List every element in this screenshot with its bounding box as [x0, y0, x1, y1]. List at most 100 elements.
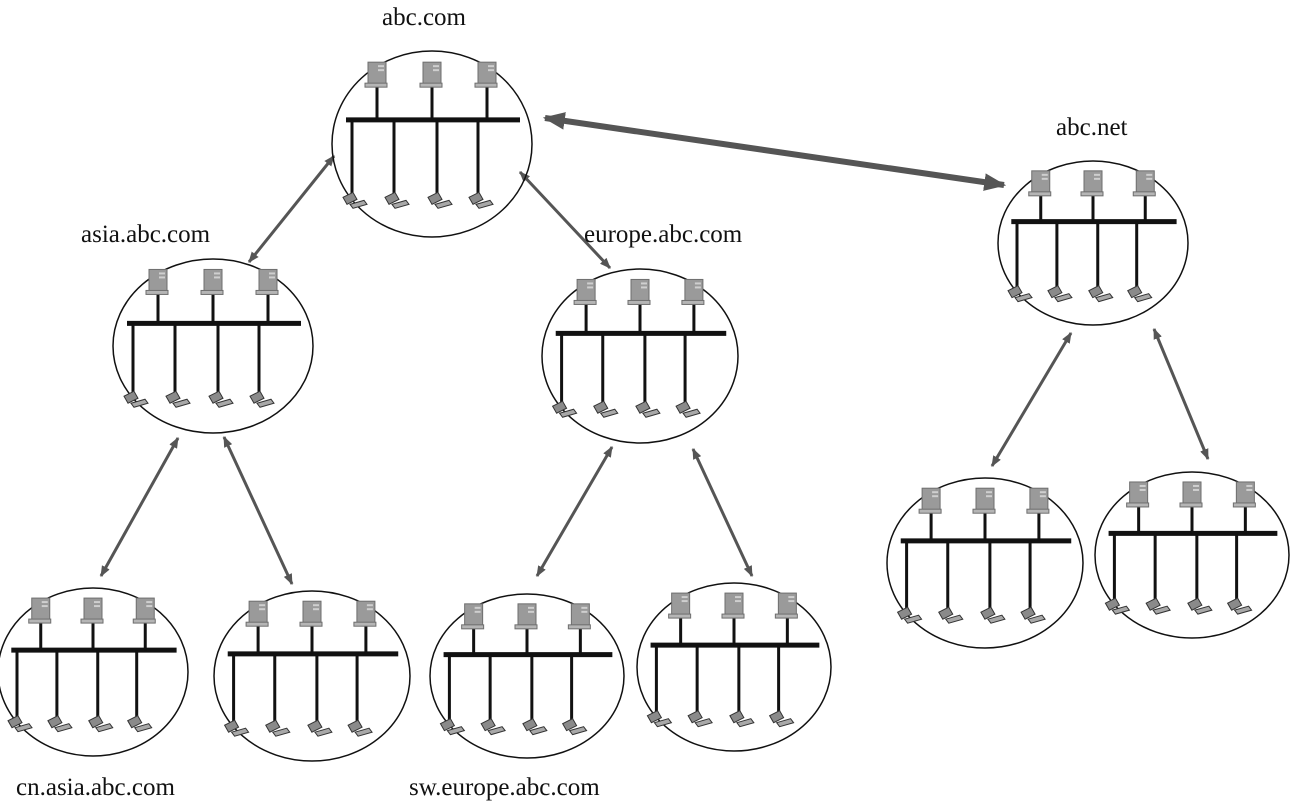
label-europe: europe.abc.com	[584, 221, 743, 248]
workstation-icon	[439, 717, 466, 736]
workstation-icon	[384, 191, 410, 209]
label-asia: asia.abc.com	[81, 221, 211, 248]
domain-node-cn-asia	[0, 587, 189, 757]
workstation-icon	[47, 715, 73, 733]
server-icon	[514, 603, 538, 630]
label-abc-net: abc.net	[1056, 114, 1128, 141]
domain-node-abc-net	[997, 160, 1189, 326]
workstation-icon	[768, 710, 795, 728]
workstation-icon	[522, 717, 548, 736]
domain-boundary	[331, 50, 533, 238]
server-icon	[1232, 481, 1256, 508]
server-icon	[681, 278, 705, 305]
workstation-icon	[468, 191, 494, 209]
workstation-icon	[1007, 284, 1033, 303]
domain-node-net-child-1	[886, 477, 1084, 649]
domain-boundary	[429, 593, 625, 759]
server-icon	[627, 278, 651, 305]
server-icon	[474, 61, 498, 88]
workstation-icon	[675, 400, 701, 418]
workstation-icon	[127, 715, 153, 733]
server-icon	[80, 597, 104, 624]
domain-boundary	[541, 268, 739, 444]
workstation-icon	[88, 715, 114, 733]
trust-links	[99, 112, 1210, 585]
label-cn-asia: cn.asia.abc.com	[16, 774, 175, 801]
workstation-icon	[165, 390, 191, 408]
server-icon	[1179, 481, 1203, 508]
domain-boundary	[1094, 471, 1290, 639]
server-icon	[1132, 170, 1156, 197]
workstation-icon	[593, 400, 619, 418]
server-icon	[245, 600, 269, 627]
workstation-icon	[427, 191, 453, 209]
trust-arrow-abc-com-asia	[247, 155, 336, 263]
workstation-icon	[265, 719, 291, 737]
workstation-icon	[249, 390, 275, 408]
server-icon	[573, 278, 597, 305]
workstation-icon	[7, 715, 33, 733]
server-icon	[774, 592, 798, 619]
server-icon	[1080, 170, 1104, 197]
workstation-icon	[223, 719, 250, 737]
workstation-icon	[646, 710, 673, 728]
workstation-icon	[896, 606, 923, 624]
trust-arrow-abc-com-europe	[518, 170, 612, 270]
domain-node-europe	[541, 268, 739, 444]
domain-node-abc-com	[331, 50, 533, 238]
workstation-icon	[938, 606, 964, 624]
workstation-icon	[1127, 284, 1153, 303]
workstation-icon	[1104, 597, 1131, 615]
workstation-icon	[123, 390, 149, 408]
trust-arrow-abc-net-net-child-2	[1152, 327, 1210, 461]
server-icon	[1028, 170, 1052, 197]
server-icon	[132, 597, 156, 624]
domain-node-europe-child-2	[636, 582, 832, 752]
workstation-icon	[342, 191, 368, 209]
workstation-icon	[687, 710, 713, 728]
workstation-icon	[980, 606, 1006, 624]
workstation-icon	[551, 400, 578, 418]
domain-boundary	[886, 477, 1084, 649]
trust-arrow-asia-cn-asia	[99, 437, 180, 577]
server-icon	[461, 603, 485, 630]
server-icon	[145, 268, 169, 295]
trust-arrow-europe-europe-child-2	[691, 448, 754, 577]
server-icon	[567, 603, 591, 630]
server-icon	[972, 487, 996, 514]
server-icon	[419, 61, 443, 88]
trust-arrow-abc-net-net-child-1	[990, 332, 1073, 467]
workstation-icon	[1187, 597, 1213, 615]
workstation-icon	[480, 717, 506, 736]
domain-node-asia	[112, 258, 314, 434]
domain-node-net-child-2	[1094, 471, 1290, 639]
server-icon	[668, 592, 692, 619]
label-abc-com: abc.com	[382, 4, 466, 31]
domain-node-asia-child-2	[213, 590, 411, 762]
label-sw-europe: sw.europe.abc.com	[409, 774, 600, 801]
workstation-icon	[1088, 284, 1114, 303]
workstation-icon	[1145, 597, 1171, 615]
server-icon	[299, 600, 323, 627]
server-icon	[918, 487, 942, 514]
workstation-icon	[1020, 606, 1046, 624]
server-icon	[1126, 481, 1150, 508]
domain-boundary	[0, 587, 189, 757]
server-icon	[364, 61, 388, 88]
workstation-icon	[307, 719, 333, 737]
workstation-icon	[347, 719, 373, 737]
domain-boundary	[997, 160, 1189, 326]
trust-arrow-europe-sw-europe	[535, 446, 614, 577]
domain-boundary	[213, 590, 411, 762]
workstation-icon	[561, 717, 588, 736]
server-icon	[255, 268, 279, 295]
server-icon	[1026, 487, 1050, 514]
workstation-icon	[1047, 284, 1073, 303]
server-icon	[200, 268, 224, 295]
domain-node-sw-europe	[429, 593, 625, 759]
workstation-icon	[208, 390, 234, 408]
workstation-icon	[635, 400, 661, 418]
domain-boundary	[112, 258, 314, 434]
workstation-icon	[1226, 597, 1253, 615]
